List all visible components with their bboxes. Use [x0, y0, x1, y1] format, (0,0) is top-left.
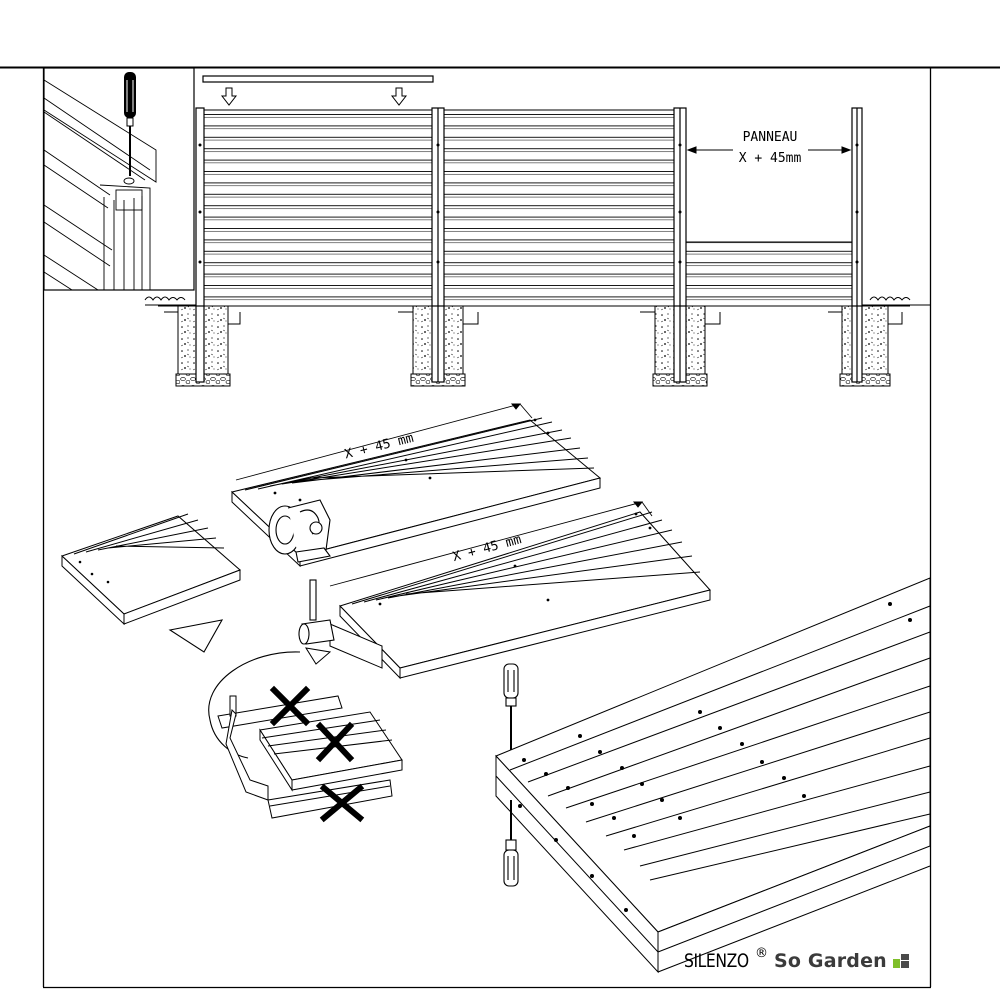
mallet-icon: [298, 579, 335, 645]
fence-panel-partial: [685, 241, 853, 307]
cross-mark-icon: [269, 685, 365, 823]
so-garden-logo-icon: [892, 954, 909, 968]
circular-saw-icon: [268, 499, 331, 563]
brand-name: SILENZO: [684, 950, 749, 972]
board-stack-cut-bottom: [329, 501, 711, 680]
so-garden-logo-text: So Garden: [773, 950, 887, 972]
panel-width-dimension: [686, 146, 852, 154]
dimension-label: PANNEAU: [743, 130, 798, 145]
board-stack-large: [495, 577, 931, 974]
coping-rail: [202, 75, 434, 83]
screwdriver-icon: [124, 72, 136, 176]
screwdriver-icon: [503, 663, 519, 887]
concrete-footings: [158, 305, 910, 387]
fence-panel: [203, 109, 433, 307]
arrow-down-icon: [220, 87, 408, 106]
inset-screw-detail: [43, 67, 195, 291]
flow-arrow-head: [304, 647, 332, 665]
fence-elevation: PANNEAU X + 45mm: [144, 75, 930, 387]
direction-triangle: [168, 619, 224, 653]
brand-footer: SILENZO ® So Garden: [684, 945, 909, 974]
registered-mark: ®: [754, 945, 768, 961]
offcut-stack: [61, 513, 241, 626]
fence-panel: [443, 109, 675, 307]
dimension-value: X + 45mm: [739, 151, 802, 166]
